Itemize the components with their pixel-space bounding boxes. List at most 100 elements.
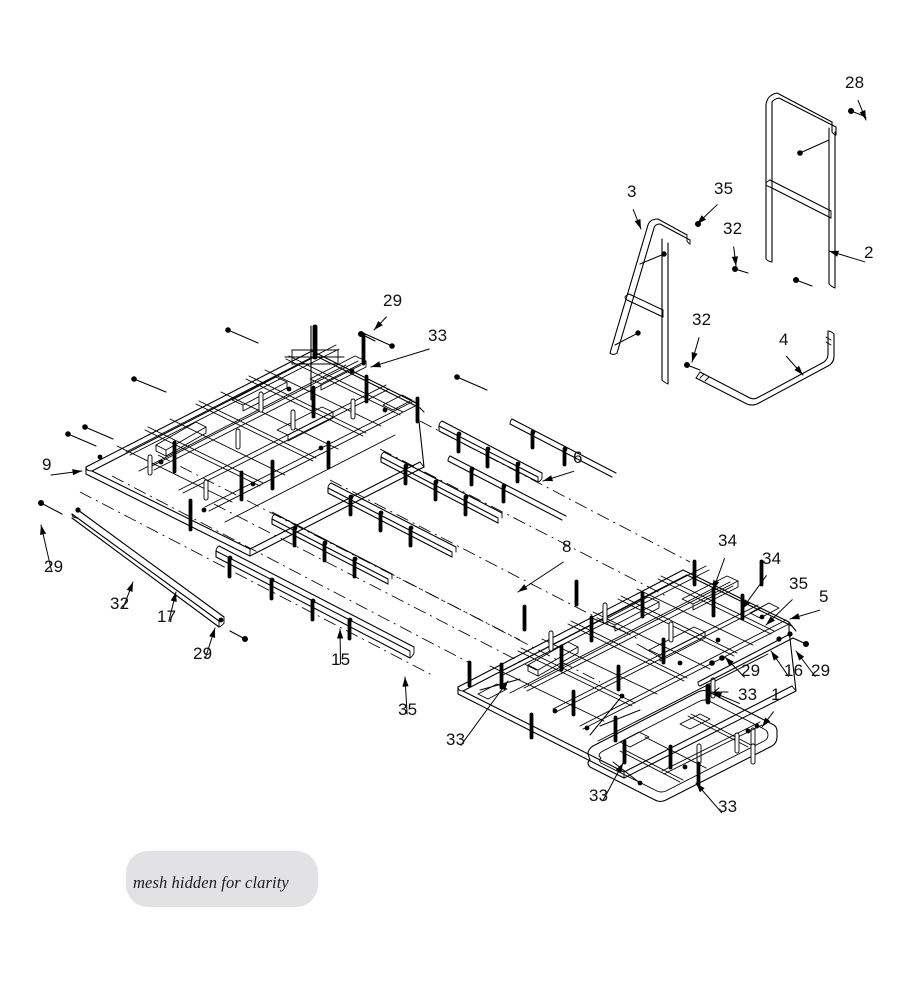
note-badge-background <box>126 851 318 907</box>
callout-number-33: 33 <box>589 786 608 805</box>
part-3-a-frame-leg <box>609 218 691 385</box>
callout-number-4: 4 <box>779 330 789 349</box>
callout-35: 35 <box>398 676 417 719</box>
callout-6: 6 <box>542 448 583 482</box>
callout-number-35: 35 <box>789 574 808 593</box>
callout-number-33: 33 <box>718 797 737 816</box>
callout-29: 29 <box>40 524 63 576</box>
lower-deck-internal-leaders <box>479 617 666 736</box>
callout-number-17: 17 <box>157 607 176 626</box>
callout-number-33: 33 <box>446 730 465 749</box>
callout-arrowhead <box>72 469 82 476</box>
callout-32: 32 <box>691 310 711 363</box>
callout-33: 33 <box>446 680 509 749</box>
callout-number-3: 3 <box>627 182 637 201</box>
callout-29: 29 <box>193 627 216 663</box>
callout-number-2: 2 <box>864 243 874 262</box>
handle-assembly-group <box>609 92 867 406</box>
fastener-32-pin-a <box>732 265 749 274</box>
callout-29: 29 <box>724 656 760 680</box>
fastener-32-pin-b <box>793 276 813 287</box>
upper-deck-frame-group <box>65 324 488 557</box>
callout-arrowhead <box>40 525 47 535</box>
loose-rail-a <box>438 420 543 484</box>
callout-33: 33 <box>370 326 447 368</box>
callout-16: 16 <box>770 650 803 680</box>
callout-number-29: 29 <box>44 557 63 576</box>
loose-rail-b <box>380 451 503 524</box>
deck-vertical-screws <box>147 324 420 532</box>
callout-arrowhead <box>371 361 381 368</box>
callout-32: 32 <box>110 581 134 613</box>
lower-deck-raised-boxes <box>527 575 739 677</box>
callout-number-29: 29 <box>193 644 212 663</box>
callout-5: 5 <box>789 587 829 620</box>
callout-number-6: 6 <box>573 448 583 467</box>
lower-deck-longitudinal-rails <box>497 565 790 742</box>
part-17-outer-rail <box>38 499 248 643</box>
deck-mount-pad <box>382 394 413 411</box>
callout-arrowhead <box>731 256 738 266</box>
callout-arrowhead <box>713 580 720 590</box>
lower-deck-locator-dots <box>552 614 765 731</box>
callout-arrowhead <box>170 592 177 602</box>
callout-35: 35 <box>765 574 808 626</box>
callout-number-1: 1 <box>771 685 781 704</box>
callout-arrowhead <box>766 616 775 625</box>
callout-number-9: 9 <box>42 455 52 474</box>
callout-arrowhead <box>615 763 623 773</box>
part-4-u-brace <box>695 330 835 406</box>
callout-arrowhead <box>742 599 751 609</box>
deck-locator-dots <box>97 368 388 513</box>
callout-arrowhead <box>794 365 803 375</box>
callout-arrowhead <box>337 629 344 639</box>
note-badge-label: mesh hidden for clarity <box>133 873 289 892</box>
callout-arrowhead <box>859 110 866 120</box>
callout-32: 32 <box>723 219 742 267</box>
loose-rail-c <box>327 482 457 558</box>
loose-rail-g <box>447 455 567 521</box>
callout-number-33: 33 <box>738 685 757 704</box>
callout-1: 1 <box>761 685 781 728</box>
callout-8: 8 <box>517 537 571 593</box>
callout-2: 2 <box>828 243 874 263</box>
callout-leader-line <box>370 348 430 368</box>
callout-number-33: 33 <box>428 326 447 345</box>
callout-arrowhead <box>499 681 508 691</box>
part-2-upper-handle-frame <box>765 92 837 289</box>
lower-deck-perimeter <box>457 569 797 779</box>
callout-3: 3 <box>627 182 642 230</box>
callout-arrowhead <box>543 475 553 482</box>
callout-arrowhead <box>796 651 805 661</box>
callout-33: 33 <box>589 762 624 805</box>
callout-arrowhead <box>725 657 734 666</box>
callout-number-16: 16 <box>784 661 803 680</box>
callout-number-32: 32 <box>692 310 711 329</box>
callout-arrowhead <box>691 352 698 362</box>
callout-29: 29 <box>795 650 830 680</box>
callout-number-32: 32 <box>110 594 129 613</box>
callout-arrowhead <box>697 215 706 224</box>
deck-fastener-pins <box>65 327 488 447</box>
joint-fasteners <box>357 330 729 705</box>
callout-arrowhead <box>518 584 528 592</box>
callout-17: 17 <box>157 591 177 626</box>
callout-34: 34 <box>741 549 781 610</box>
part-1-lower-tray-frame <box>587 689 778 803</box>
deck-raised-boxes <box>155 355 367 457</box>
callout-arrowhead <box>771 651 779 661</box>
callout-number-5: 5 <box>819 587 829 606</box>
fastener-28-pin <box>848 108 867 119</box>
callout-number-28: 28 <box>845 73 864 92</box>
part-16-short-rail <box>697 631 810 687</box>
callout-28: 28 <box>845 73 867 121</box>
loose-rail-d <box>271 513 393 585</box>
callout-number-34: 34 <box>718 531 737 550</box>
callout-number-34: 34 <box>762 549 781 568</box>
callout-arrowhead <box>402 677 409 687</box>
callout-arrowhead <box>209 628 216 638</box>
callout-number-35: 35 <box>398 700 417 719</box>
